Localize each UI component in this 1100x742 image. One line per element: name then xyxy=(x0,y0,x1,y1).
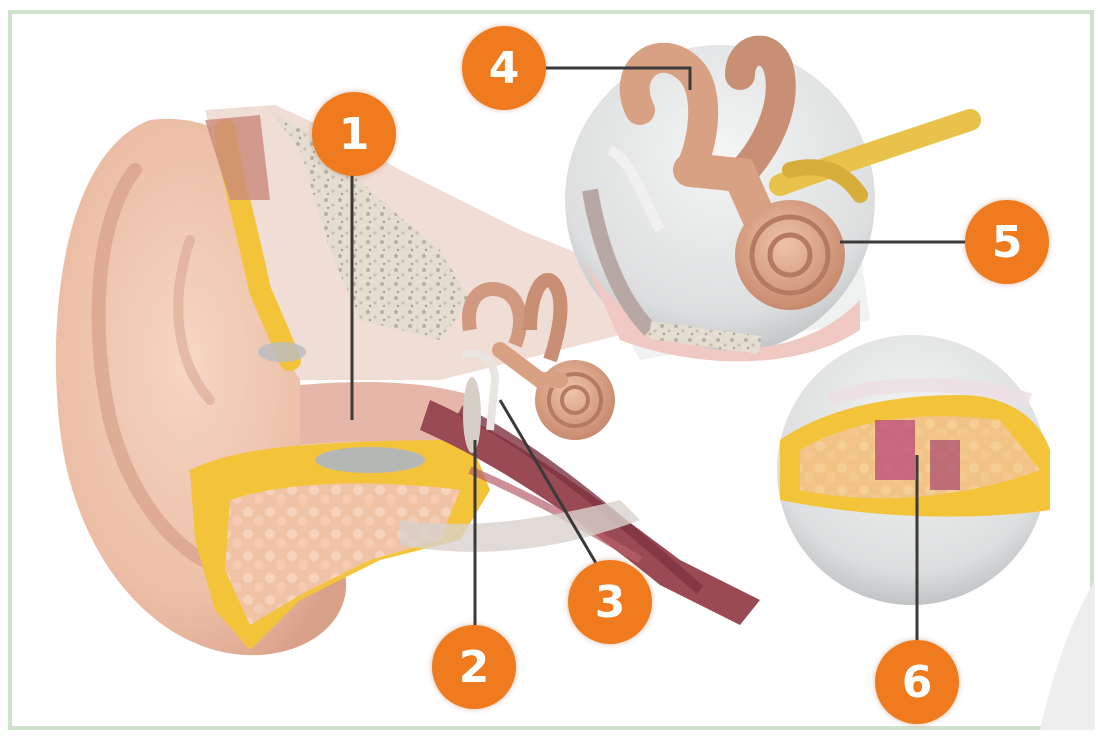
marker-3: 3 xyxy=(568,560,652,644)
marker-6: 6 xyxy=(875,640,959,724)
marker-1: 1 xyxy=(312,92,396,176)
marker-4: 4 xyxy=(462,26,546,110)
marker-5: 5 xyxy=(965,200,1049,284)
marker-2: 2 xyxy=(432,625,516,709)
